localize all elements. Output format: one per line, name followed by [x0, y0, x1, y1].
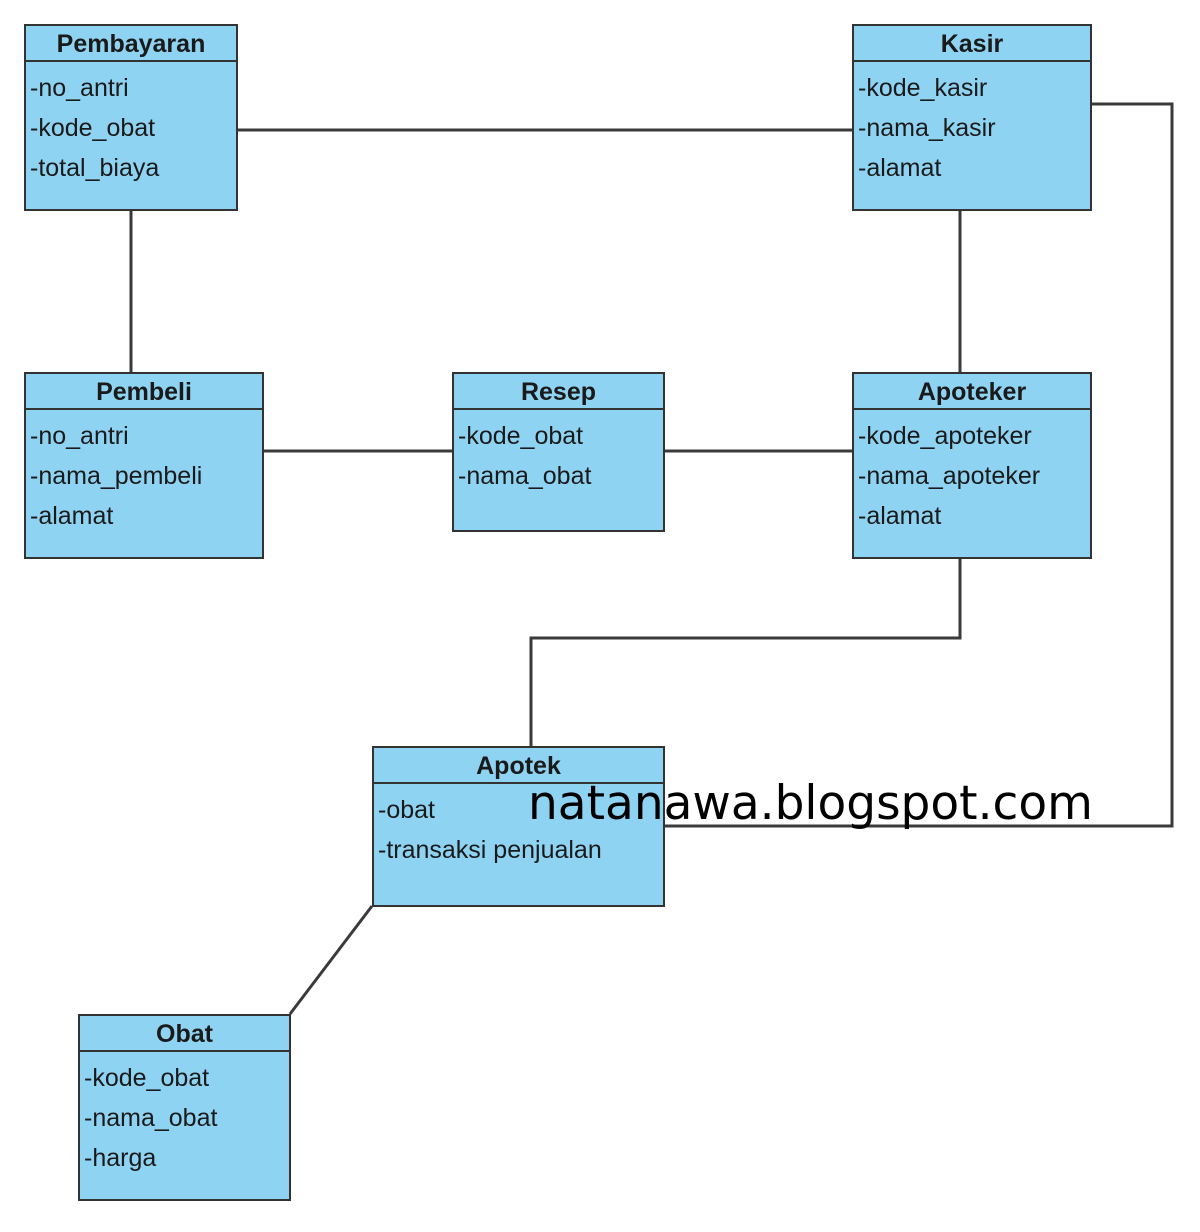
attribute: -alamat: [858, 154, 942, 182]
class-pembeli[interactable]: Pembeli -no_antri -nama_pembeli -alamat: [24, 372, 264, 559]
class-apoteker[interactable]: Apoteker -kode_apoteker -nama_apoteker -…: [852, 372, 1092, 559]
attribute-list: -kode_obat -nama_obat -harga: [80, 1052, 289, 1178]
attribute: -kode_obat: [84, 1064, 210, 1092]
attribute: -nama_obat: [458, 462, 592, 490]
association-apotek-obat: [288, 905, 374, 1015]
attribute: -nama_pembeli: [30, 462, 203, 490]
class-title: Obat: [80, 1016, 289, 1052]
attribute: -harga: [84, 1144, 157, 1172]
class-title: Pembeli: [26, 374, 262, 410]
attribute: -obat: [378, 796, 435, 824]
attribute-list: -obat -transaksi penjualan: [374, 784, 663, 870]
attribute-list: -no_antri -kode_obat -total_biaya: [26, 62, 236, 188]
attribute: -nama_kasir: [858, 114, 996, 142]
attribute: -kode_kasir: [858, 74, 988, 102]
class-kasir[interactable]: Kasir -kode_kasir -nama_kasir -alamat: [852, 24, 1092, 211]
class-pembayaran[interactable]: Pembayaran -no_antri -kode_obat -total_b…: [24, 24, 238, 211]
attribute-list: -kode_apoteker -nama_apoteker -alamat: [854, 410, 1090, 536]
class-title: Kasir: [854, 26, 1090, 62]
attribute: -alamat: [858, 502, 942, 530]
attribute: -transaksi penjualan: [378, 836, 602, 864]
class-apotek[interactable]: Apotek -obat -transaksi penjualan: [372, 746, 665, 907]
class-title: Pembayaran: [26, 26, 236, 62]
attribute: -kode_apoteker: [858, 422, 1032, 450]
attribute: -no_antri: [30, 74, 129, 102]
attribute: -total_biaya: [30, 154, 160, 182]
class-title: Apotek: [374, 748, 663, 784]
class-title: Apoteker: [854, 374, 1090, 410]
attribute-list: -no_antri -nama_pembeli -alamat: [26, 410, 262, 536]
association-apoteker-apotek: [529, 558, 962, 746]
attribute: -no_antri: [30, 422, 129, 450]
class-title: Resep: [454, 374, 663, 410]
class-obat[interactable]: Obat -kode_obat -nama_obat -harga: [78, 1014, 291, 1201]
association-kasir-apotek: [664, 102, 1174, 828]
attribute: -nama_obat: [84, 1104, 218, 1132]
attribute-list: -kode_kasir -nama_kasir -alamat: [854, 62, 1090, 188]
attribute: -nama_apoteker: [858, 462, 1041, 490]
watermark-text: natanawa.blogspot.com: [528, 776, 1093, 831]
attribute: -alamat: [30, 502, 114, 530]
attribute: -kode_obat: [30, 114, 156, 142]
attribute-list: -kode_obat -nama_obat: [454, 410, 663, 496]
class-resep[interactable]: Resep -kode_obat -nama_obat: [452, 372, 665, 532]
attribute: -kode_obat: [458, 422, 584, 450]
